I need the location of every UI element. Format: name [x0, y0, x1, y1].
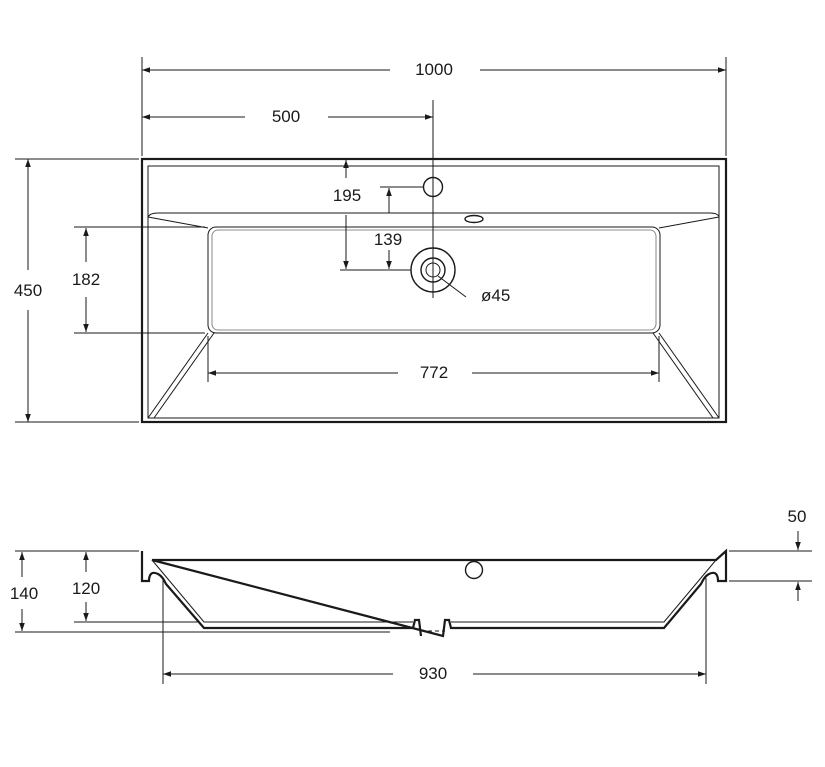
side-view: 50 140 120 930	[10, 507, 812, 684]
bowl-slopes	[147, 216, 720, 419]
dim-182: 182	[72, 270, 100, 289]
dim-195: 195	[333, 186, 361, 205]
basin-outer-outline	[140, 157, 728, 424]
side-overflow-hole	[464, 560, 484, 580]
bowl-floor-outline	[207, 226, 661, 334]
dim-772: 772	[420, 363, 448, 382]
top-view: 1000 500 450 195 139 182 ø45 772	[14, 57, 728, 424]
dim-50: 50	[788, 507, 807, 526]
side-profile-outer	[140, 548, 728, 638]
dim-930: 930	[419, 664, 447, 683]
dim-450: 450	[14, 281, 42, 300]
overflow-slot	[464, 214, 484, 224]
dim-500: 500	[272, 107, 300, 126]
dim-120: 120	[72, 579, 100, 598]
dim-140: 140	[10, 584, 38, 603]
side-profile-inner	[151, 559, 717, 623]
dim-1000: 1000	[415, 60, 453, 79]
bowl-back-edge	[147, 212, 720, 218]
dim-139: 139	[374, 230, 402, 249]
drain-leader	[437, 275, 467, 298]
bowl-floor-inner	[211, 229, 657, 331]
dim-drain-diameter: ø45	[481, 286, 510, 305]
